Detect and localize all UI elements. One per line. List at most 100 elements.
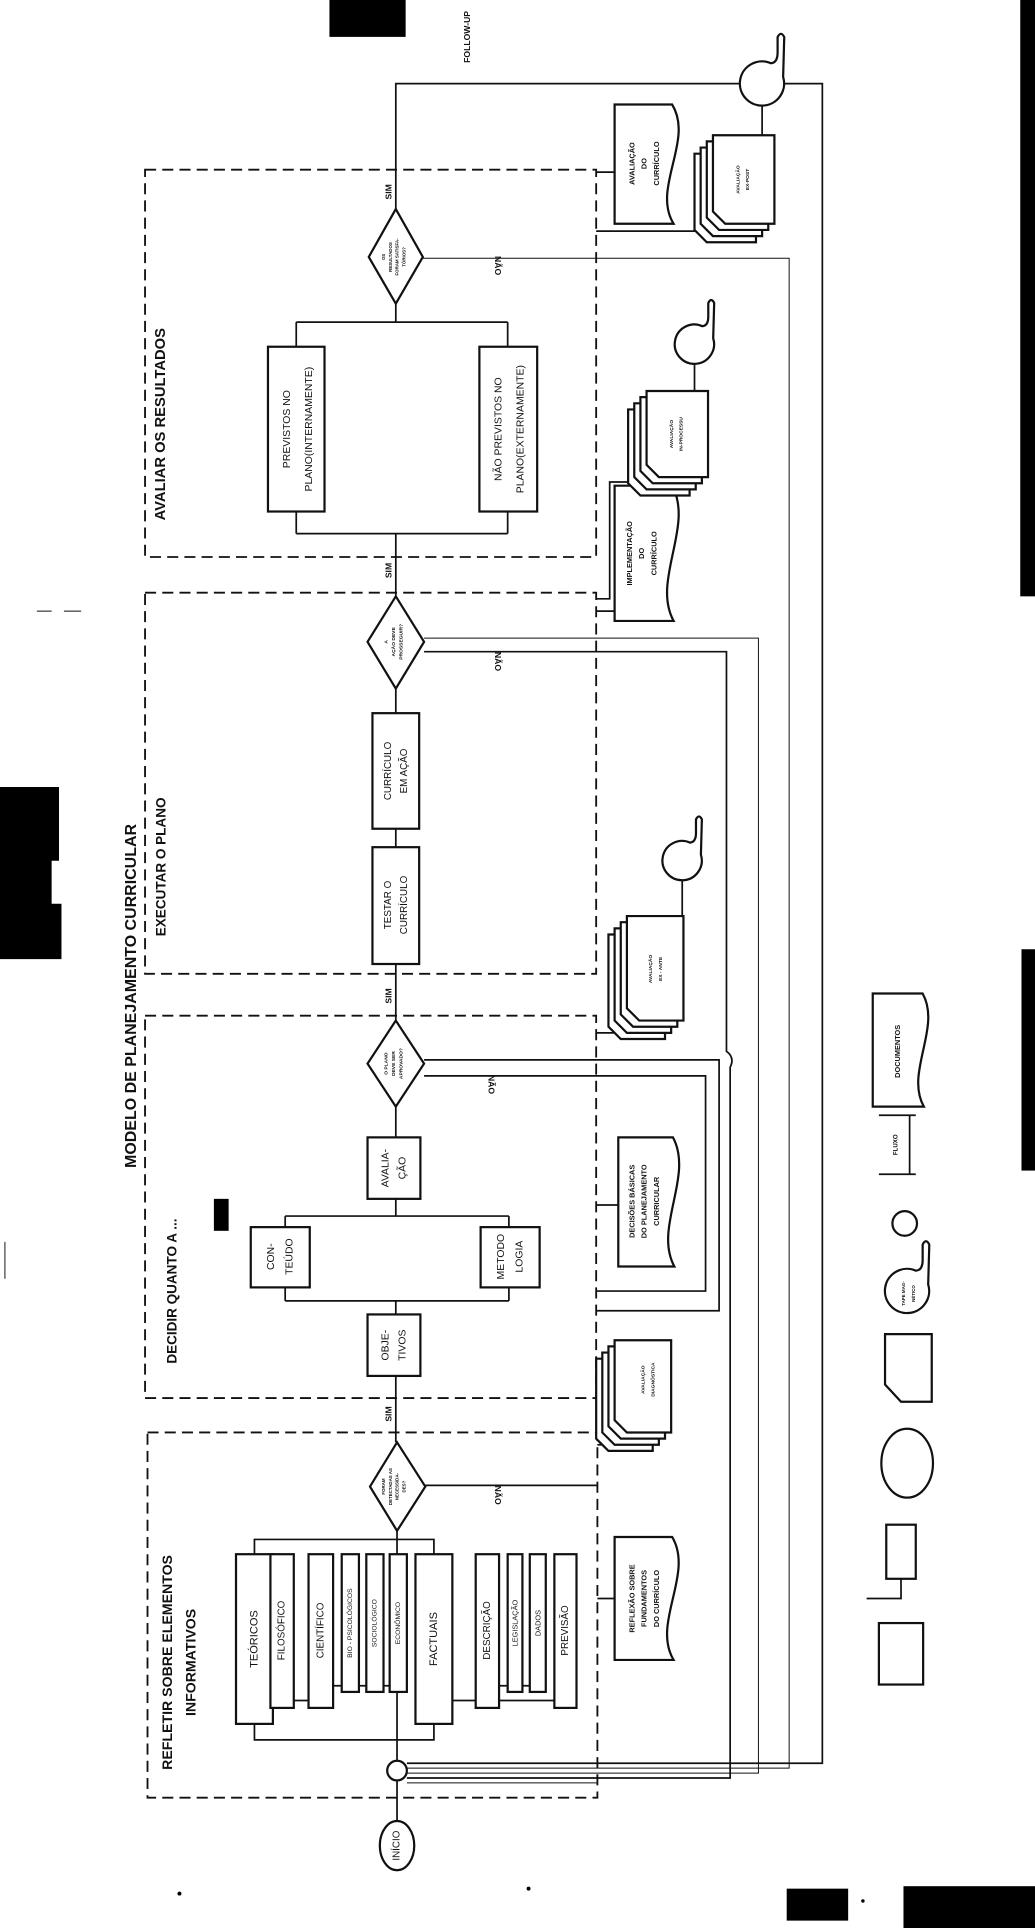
cards-label: IN-PROCESSU <box>679 417 685 452</box>
black-blot <box>0 786 62 960</box>
decision-label: APROVADO? <box>398 1048 404 1079</box>
sim-label: SIM <box>383 184 393 199</box>
box-previsao <box>553 1553 578 1710</box>
tape-follow-up <box>738 32 786 107</box>
avaliar-branch-lines <box>295 303 509 597</box>
box-label: TIVOS <box>398 1329 409 1360</box>
decision-label: OS <box>381 254 386 260</box>
box-objetivos <box>366 1313 422 1378</box>
decision-label: TÓRIOS? <box>399 247 406 267</box>
cards-label: EX-POST <box>745 169 751 191</box>
legend-tape-symbol <box>883 1240 931 1315</box>
legend-start-symbol <box>880 1427 935 1499</box>
decision-label: FORAM <box>381 1478 386 1494</box>
sim-label: SIM <box>383 563 393 578</box>
cards-avaliacao-in-processu <box>645 389 710 479</box>
cards-avaliacao-ex-ante <box>625 914 685 1022</box>
start-terminal <box>378 1819 416 1872</box>
box-label: CURRÍCULO <box>383 741 394 800</box>
box-dados <box>528 1553 547 1694</box>
nao-line-executar-inner <box>406 650 733 1779</box>
decision-label: FORAM SATISFA- <box>395 238 400 276</box>
legend-documents-label: DOCUMENTOS <box>893 1025 902 1078</box>
document-decisoes-basicas <box>617 1136 681 1268</box>
legend-cards-symbol <box>883 1333 933 1403</box>
decision-label: RESULTADOS <box>388 242 393 272</box>
section-executar-box <box>144 591 598 975</box>
section-avaliar-box <box>144 168 598 558</box>
nao-line-decidir-outer <box>424 1059 720 1312</box>
decision-label: DETECTADAS AS <box>388 1468 393 1505</box>
decision-acao-prosseguir <box>366 594 426 691</box>
nao-line-executar-outer <box>406 637 759 1774</box>
sim-label: SIM <box>383 1406 393 1421</box>
document-label: DO PLANEJAMENTO <box>640 1164 649 1238</box>
document-label: DECISÕES BÁSICAS <box>627 1165 636 1238</box>
box-testar-curriculo <box>371 846 421 966</box>
legend-document-symbol <box>871 992 930 1108</box>
cards-avaliacao-ex-post <box>711 134 776 225</box>
box-label: SOCIOLÓGICO <box>369 1599 378 1647</box>
box-label: ÇÃO <box>396 1157 409 1180</box>
box-label: PREVISTOS NO <box>282 390 293 468</box>
document-label: DO <box>637 548 646 559</box>
legend-flow-label: FLUXO <box>893 1134 900 1155</box>
legend <box>866 1114 935 1686</box>
decision-label: PROSSEGUIR? <box>398 624 404 660</box>
nao-line-decidir-inner <box>424 1075 707 1292</box>
legend-operation-symbol <box>877 1621 925 1686</box>
box-label: TESTAR O <box>383 880 394 929</box>
box-label: CON- <box>266 1243 277 1270</box>
document-label: CURRICULAR <box>652 1176 661 1226</box>
cards-label: AVALIAÇÃO <box>640 1365 647 1394</box>
follow-up-loop <box>394 82 824 1765</box>
legend-flow-symbol <box>878 1114 916 1176</box>
legend-specification-line <box>866 1578 902 1600</box>
black-blot <box>903 1886 1035 1928</box>
document-label: FUNDAMENTOS <box>640 1570 649 1627</box>
box-label: AVALIA- <box>380 1148 391 1187</box>
box-label: METODO <box>496 1234 507 1280</box>
black-blot <box>786 1888 849 1921</box>
legend-connector-symbol <box>891 1210 919 1237</box>
decision-label: AÇÃO DEVE <box>390 627 397 657</box>
scan-dot <box>861 1899 865 1903</box>
box-label: CURRÍCULO <box>399 875 410 934</box>
box-label: DESCRIÇÃO <box>482 1601 493 1660</box>
section-executar-title: EXECUTAR O PLANO <box>154 798 169 937</box>
box-label: EM AÇÃO <box>399 748 410 793</box>
tape-ex-ante <box>661 815 703 882</box>
decision-plano-aprovado <box>366 1018 426 1109</box>
document-label: DO CURRÍCULO <box>652 1570 661 1628</box>
document-label: AVALIAÇÃO <box>627 142 636 185</box>
cards-avaliacao-diagnostica <box>613 1339 673 1434</box>
start-label: INÍCIO <box>392 1830 403 1860</box>
box-nao-previstos <box>478 345 539 513</box>
box-label: TEÚDO <box>283 1238 296 1275</box>
section-decidir-box <box>144 1014 598 1399</box>
decision-label: NECESSIDA- <box>395 1472 400 1500</box>
box-label: LOGIA <box>514 1241 525 1273</box>
cards-label: AVALIAÇÃO <box>734 165 741 194</box>
document-label: REFLEXÃO SOBRE <box>627 1564 636 1632</box>
legend-tape-label: TAPE MAG- <box>901 1281 906 1306</box>
box-label: ECONÔMICO <box>393 1602 402 1644</box>
section-refletir-title: INFORMATIVOS <box>183 1609 199 1716</box>
box-conteudo <box>249 1226 311 1289</box>
box-descricao <box>474 1553 501 1710</box>
nao-line-avaliar <box>406 257 790 1769</box>
tape-in-processu <box>673 298 716 365</box>
connector-circle <box>386 1759 408 1782</box>
box-label: OBJE- <box>380 1329 391 1360</box>
box-label: CIENTÍFICO <box>315 1602 326 1658</box>
box-curriculo-em-acao <box>371 712 421 830</box>
document-reflexao <box>613 1535 680 1662</box>
nao-label: NÃO <box>493 1486 503 1505</box>
black-bar <box>1020 0 1035 597</box>
cards-label: AVALIAÇÃO <box>647 955 654 984</box>
box-legislacao <box>506 1553 524 1694</box>
nao-label: NÃO <box>487 1075 497 1094</box>
box-label: PLANO(INTERNAMENTE) <box>304 367 315 492</box>
